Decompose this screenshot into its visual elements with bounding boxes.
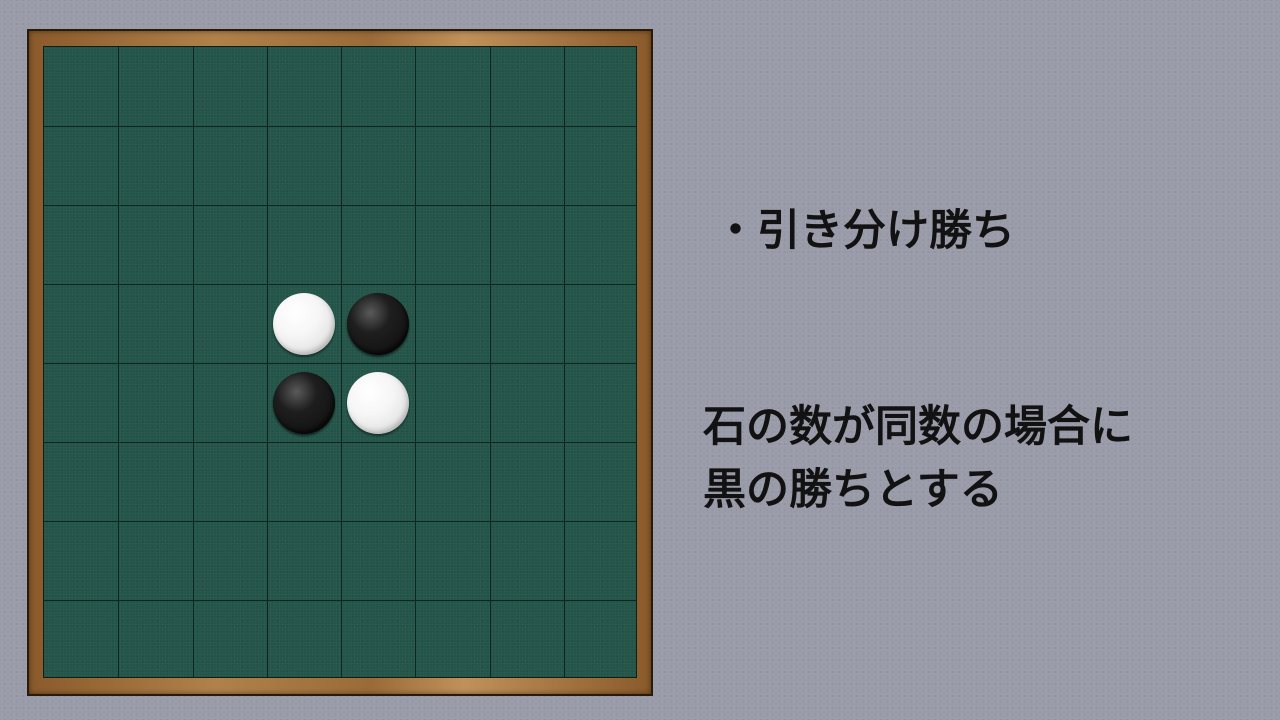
grid-line-vertical [193,47,194,677]
grid-line-horizontal [44,600,636,601]
rule-description-line-1: 石の数が同数の場合に [703,402,1133,452]
grid-line-horizontal [44,126,636,127]
grid-line-vertical [118,47,119,677]
grid-line-vertical [267,47,268,677]
grid-line-horizontal [44,205,636,206]
rule-description-line-2: 黒の勝ちとする [703,465,1003,515]
black-stone [273,372,335,434]
board-frame [27,29,653,696]
rule-title: ・引き分け勝ち [714,206,1015,256]
grid-line-horizontal [44,363,636,364]
rule-description: 石の数が同数の場合に 黒の勝ちとする [703,396,1133,522]
white-stone [347,372,409,434]
black-stone [347,293,409,355]
grid-line-vertical [341,47,342,677]
grid-line-horizontal [44,284,636,285]
grid-line-vertical [490,47,491,677]
white-stone [273,293,335,355]
grid-line-vertical [564,47,565,677]
grid-line-horizontal [44,521,636,522]
grid-line-vertical [415,47,416,677]
game-board[interactable] [43,46,637,678]
grid-line-horizontal [44,442,636,443]
